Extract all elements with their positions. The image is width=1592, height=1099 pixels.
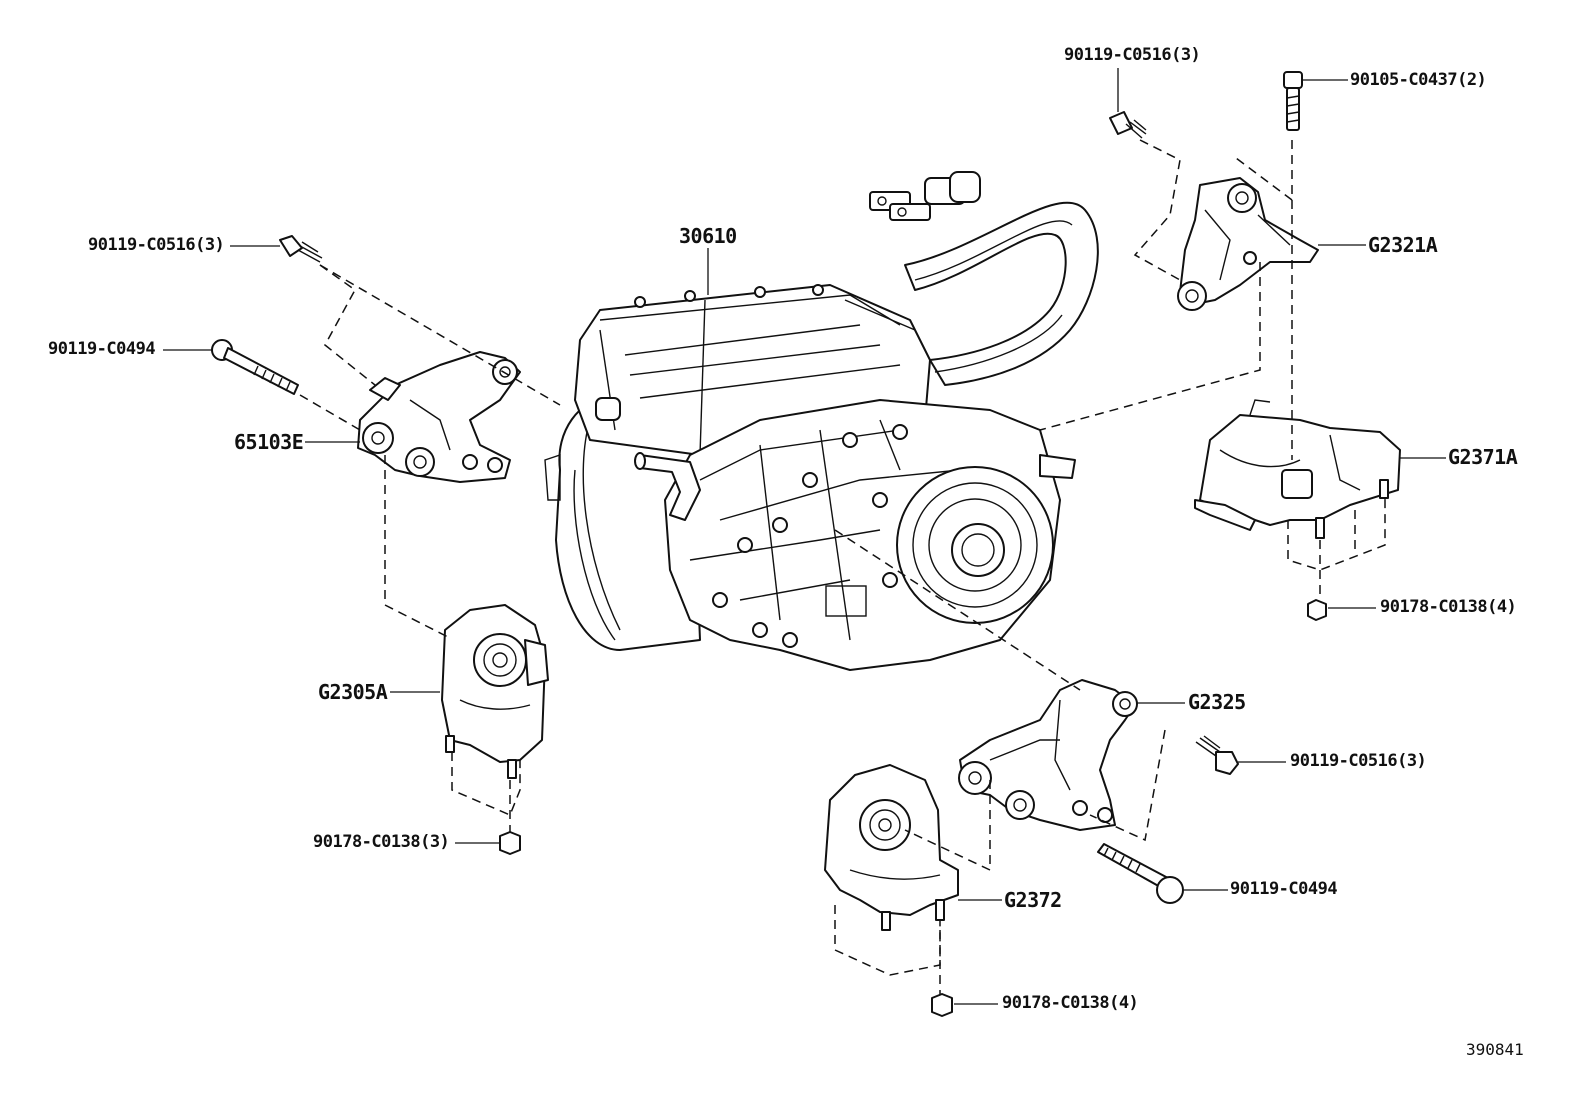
label-bolt-bottom-right-long[interactable]: 90119-C0494 [1230,879,1338,899]
bracket-bottom-right-drawing [958,679,1185,831]
label-motor-assembly[interactable]: 30610 [679,224,737,248]
label-mount-right[interactable]: G2371A [1448,445,1518,469]
mount-right-drawing [1194,399,1446,539]
label-nut-bottom[interactable]: 90178-C0138(4) [1002,993,1139,1013]
bolt-left-upper-drawing [230,235,323,263]
nut-bottom-drawing [931,993,998,1017]
bracket-left-drawing [305,351,521,483]
label-bolt-top-center[interactable]: 90119-C0516(3) [1064,45,1201,65]
bolt-top-center-drawing [1109,68,1147,139]
bolt-left-lower-drawing [163,339,299,395]
nut-left-drawing [455,831,521,855]
label-bolt-left-lower[interactable]: 90119-C0494 [48,339,156,359]
label-mount-left[interactable]: G2305A [318,680,388,704]
label-nut-right[interactable]: 90178-C0138(4) [1380,597,1517,617]
nut-right-drawing [1307,599,1376,621]
bracket-top-right-drawing [1177,177,1366,311]
label-bolt-left-upper[interactable]: 90119-C0516(3) [88,235,225,255]
bolt-bottom-right-small-drawing [1195,735,1286,775]
label-bracket-left[interactable]: 65103E [234,430,304,454]
label-bracket-top-right[interactable]: G2321A [1368,233,1438,257]
label-nut-left[interactable]: 90178-C0138(3) [313,832,450,852]
diagram-code: 390841 [1466,1040,1524,1059]
label-bracket-bottom-right[interactable]: G2325 [1188,690,1246,714]
label-mount-bottom[interactable]: G2372 [1004,888,1062,912]
label-bolt-bottom-right-small[interactable]: 90119-C0516(3) [1290,751,1427,771]
label-bolt-top-right[interactable]: 90105-C0437(2) [1350,70,1487,90]
mount-left-drawing [390,604,549,779]
bolt-top-right-drawing [1283,71,1348,131]
motor-assembly-drawing [544,171,1099,671]
mount-bottom-drawing [824,764,1002,931]
bolt-bottom-right-long-drawing [1097,843,1228,904]
assembly-dashed-lines [299,139,1386,995]
